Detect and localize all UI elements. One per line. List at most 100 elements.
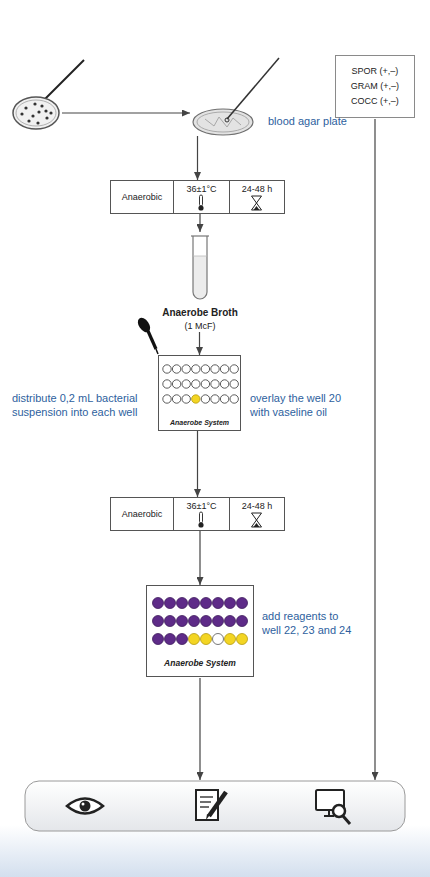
callout-note: distribute 0,2 mL bacterial suspension i…: [12, 391, 152, 419]
monitor-stand: [324, 815, 334, 817]
flow-arrow: [199, 332, 200, 355]
well: [211, 395, 219, 403]
eye-iris: [80, 801, 91, 812]
tube-label: Anaerobe Broth: [160, 307, 240, 318]
colony: [49, 111, 52, 114]
dropper-tip: [156, 349, 158, 354]
flow-arrow: [199, 214, 200, 232]
well-yellow: [201, 634, 212, 645]
broth: [193, 256, 207, 299]
well-purple: [177, 616, 188, 627]
well: [211, 380, 219, 388]
flow-arrow: [197, 431, 198, 497]
well: [230, 365, 238, 373]
well: [163, 380, 171, 388]
test-item: COCC (+,–): [351, 94, 399, 109]
notes-line: [200, 796, 213, 797]
streak: [205, 117, 241, 127]
flow-arrow: [62, 112, 190, 113]
well: [192, 380, 200, 388]
well: [211, 365, 219, 373]
well-oil: [192, 395, 200, 403]
well-strip: Anaerobe System: [146, 585, 254, 677]
tube-label: (1 McF): [160, 321, 240, 331]
condition-text: Anaerobic: [122, 192, 163, 202]
dropper-bulb: [135, 316, 152, 335]
incubation-value: 24-48 h: [242, 501, 273, 511]
broth-tube: Anaerobe Broth (1 McF): [160, 232, 240, 332]
well: [172, 365, 180, 373]
well-purple: [225, 598, 236, 609]
flow-arrow: [197, 136, 198, 180]
well-purple: [225, 616, 236, 627]
well-white: [213, 634, 224, 645]
colony: [33, 102, 36, 105]
thermometer-bulb: [198, 522, 203, 527]
plate-rim: [197, 112, 249, 132]
well: [182, 380, 190, 388]
petri-dish-rim: [16, 100, 56, 126]
hourglass-icon: [252, 513, 262, 527]
flow-arrow: [199, 531, 200, 585]
well-purple: [237, 598, 248, 609]
well: [201, 365, 209, 373]
well-purple: [153, 598, 164, 609]
agar-plate: blood agar plate: [192, 108, 254, 136]
notes-line: [200, 801, 211, 802]
well: [230, 380, 238, 388]
well: [182, 395, 190, 403]
well-purple: [213, 616, 224, 627]
incubation-box: Anaerobic36±1°C24-48 h: [110, 180, 285, 214]
well: [192, 365, 200, 373]
inoculation-loop: [40, 60, 84, 104]
well-purple: [201, 616, 212, 627]
test-item: GRAM (+,–): [351, 79, 399, 94]
well: [182, 365, 190, 373]
well-purple: [165, 616, 176, 627]
well-yellow: [189, 634, 200, 645]
well-purple: [213, 598, 224, 609]
well-purple: [177, 598, 188, 609]
well-purple: [165, 634, 176, 645]
incubation-value: 36±1°C: [186, 501, 216, 511]
colony: [44, 109, 47, 112]
incubation-box: Anaerobic 36±1°C 24-48 h: [110, 497, 285, 531]
loop-tip: [225, 118, 229, 122]
colony: [20, 112, 23, 115]
plate-label: blood agar plate: [268, 115, 347, 127]
table-cell: Anaerobic: [111, 498, 173, 530]
well: [220, 380, 228, 388]
well-purple: [201, 598, 212, 609]
plate-outline: [193, 109, 253, 135]
well-purple: [237, 616, 248, 627]
well-yellow: [225, 634, 236, 645]
well: [220, 395, 228, 403]
table-cell: Anaerobic: [111, 181, 173, 213]
pencil-tip: [206, 814, 210, 820]
test-tube: [193, 236, 207, 299]
colony: [36, 121, 39, 124]
incubation-value: 36±1°C: [186, 184, 216, 194]
dropper-tube: [148, 331, 156, 349]
table-cell: 36±1°C: [173, 181, 229, 213]
notes-line: [200, 806, 209, 807]
plate-outline: [192, 108, 254, 136]
result-bar: [25, 781, 405, 831]
well-purple: [189, 598, 200, 609]
notes-icon: [196, 790, 218, 820]
inoculation-loop: [227, 58, 279, 119]
table-cell: 24-48 h: [229, 498, 284, 530]
test-item: SPOR (+,–): [352, 64, 399, 79]
table-cell: 36±1°C: [173, 498, 229, 530]
flow-arrow: [374, 119, 375, 780]
well-purple: [153, 616, 164, 627]
pencil-icon: [209, 792, 226, 816]
hourglass-icon: [252, 196, 262, 210]
hourglass-sand: [254, 523, 260, 527]
test-box: SPOR (+,–)GRAM (+,–)COCC (+,–): [335, 55, 415, 118]
colony: [31, 114, 34, 117]
petri-dish: [13, 97, 59, 129]
well: [201, 395, 209, 403]
